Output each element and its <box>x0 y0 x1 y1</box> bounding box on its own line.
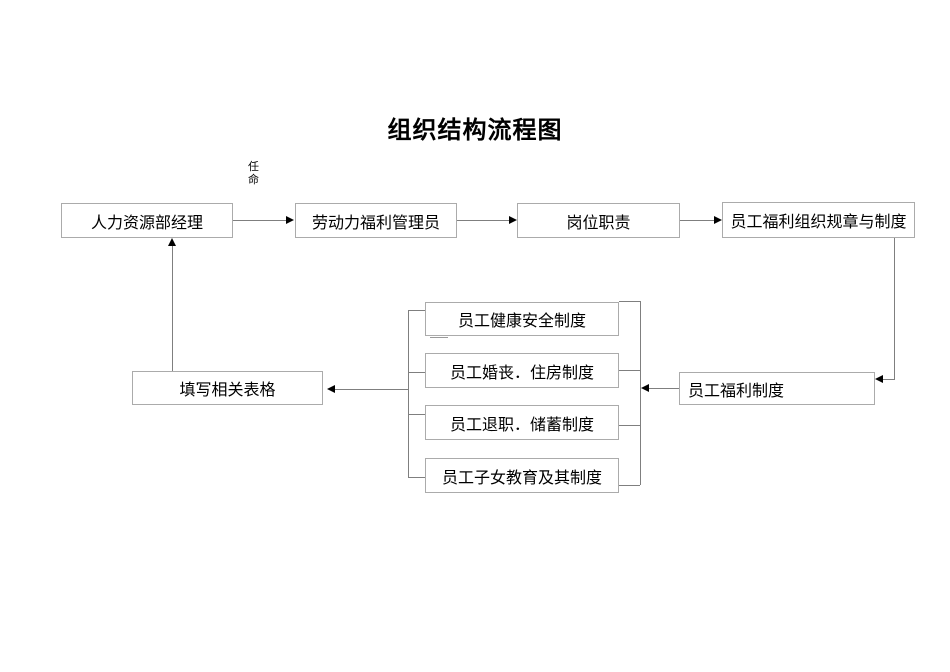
group-left-stub-3 <box>408 414 425 415</box>
edge-admin-to-duties-arrowhead-icon <box>509 216 517 224</box>
edge-group-to-forms-line <box>335 389 408 390</box>
edge-hr-to-admin-arrowhead-icon <box>286 216 294 224</box>
node-fill-forms: 填写相关表格 <box>132 371 323 405</box>
node-welfare-system: 员工福利制度 <box>679 372 875 405</box>
node-children-education-system: 员工子女教育及其制度 <box>425 458 619 493</box>
edge-rules-to-welfare-vline <box>894 238 895 380</box>
node-job-duties: 岗位职责 <box>517 203 680 238</box>
group-left-stub-1 <box>408 310 425 311</box>
edge-group-to-forms-arrowhead-icon <box>327 385 335 393</box>
edge-duties-to-rules-arrowhead-icon <box>714 216 722 224</box>
edge-welfare-to-group-arrowhead-icon <box>641 384 649 392</box>
edge-hr-to-admin-line <box>233 220 286 221</box>
group-stray-dash <box>430 337 448 338</box>
group-right-stub-2 <box>619 370 640 371</box>
group-right-stub-4 <box>619 485 640 486</box>
group-left-stub-4 <box>408 477 425 478</box>
group-right-rail <box>640 301 641 485</box>
edge-rules-to-welfare-arrowhead-icon <box>875 375 883 383</box>
node-welfare-org-rules: 员工福利组织规章与制度 <box>722 202 915 238</box>
edge-admin-to-duties-line <box>457 220 509 221</box>
edge-rules-to-welfare-hline <box>883 379 895 380</box>
edge-duties-to-rules-line <box>680 220 714 221</box>
group-right-stub-1 <box>619 301 640 302</box>
node-health-safety-system: 员工健康安全制度 <box>425 302 619 336</box>
node-hr-manager: 人力资源部经理 <box>61 203 233 238</box>
page-title: 组织结构流程图 <box>387 117 563 144</box>
node-labor-welfare-admin: 劳动力福利管理员 <box>295 203 457 238</box>
group-left-stub-2 <box>408 372 425 373</box>
group-left-rail <box>408 310 409 477</box>
edge-forms-to-hr-line <box>172 245 173 371</box>
group-right-stub-3 <box>619 425 640 426</box>
edge-label-appointment: 任命 <box>248 161 259 186</box>
node-marriage-housing-system: 员工婚丧．住房制度 <box>425 353 619 388</box>
node-retirement-savings-system: 员工退职．储蓄制度 <box>425 405 619 440</box>
edge-welfare-to-group-line <box>649 388 679 389</box>
edge-forms-to-hr-arrowhead-icon <box>168 238 176 246</box>
